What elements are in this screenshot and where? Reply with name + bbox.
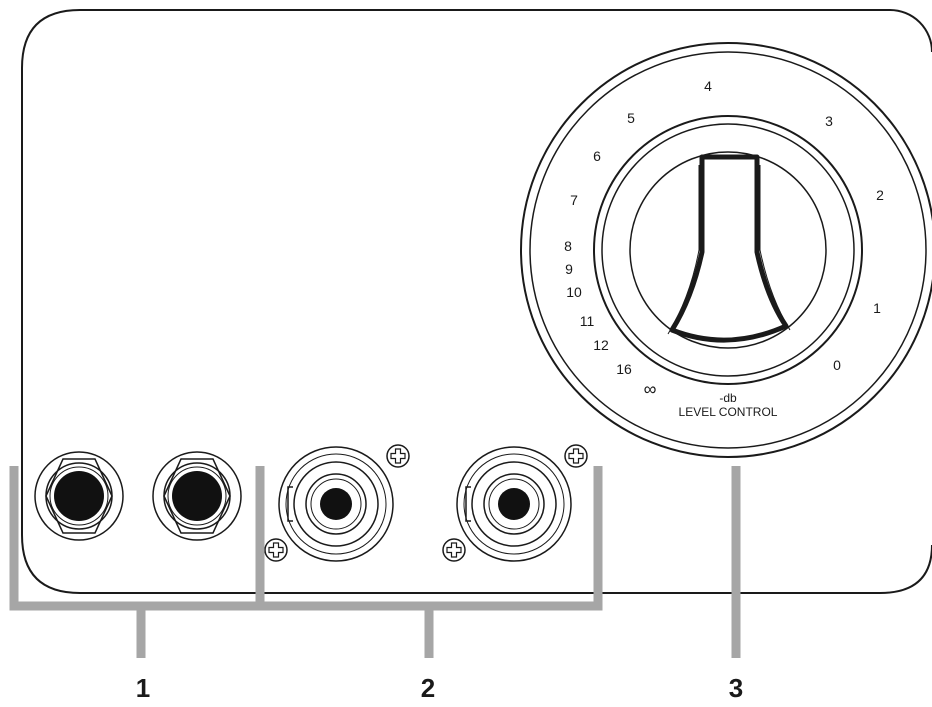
level-control-dial: 4 5 3 6 2 7 8 9 10 1 11 12 0 16 ∞ -db LE…	[520, 42, 932, 458]
scale-mark: 4	[704, 78, 712, 94]
callout-label-3: 3	[729, 673, 743, 702]
dial-bezel	[593, 115, 863, 385]
scale-mark: 1	[873, 300, 881, 316]
connector-latch	[287, 486, 293, 522]
unit-label: -db	[719, 391, 737, 405]
connector-insert-ring-inner	[310, 478, 362, 530]
callout-label-2: 2	[421, 673, 435, 702]
scale-mark: 3	[825, 113, 833, 129]
dial-bezel-inner	[601, 123, 855, 377]
level-control-label: LEVEL CONTROL	[679, 405, 778, 419]
knob-face[interactable]	[629, 151, 827, 349]
callout-bracket-1	[9, 466, 265, 658]
jack-ring	[49, 466, 109, 526]
scale-mark: 6	[593, 148, 601, 164]
phillips-screw-icon	[264, 538, 288, 562]
connector-body	[278, 446, 394, 562]
jack-ring	[167, 466, 227, 526]
jack-ring	[163, 462, 231, 530]
connector-insert-ring	[305, 473, 367, 535]
speaker-connector-2[interactable]	[456, 446, 572, 562]
scale-mark: 10	[566, 284, 582, 300]
connector-insert	[471, 461, 557, 547]
knob-pointer-inner-left	[667, 165, 700, 335]
jack-ring	[34, 451, 124, 541]
connector-latch	[465, 486, 471, 522]
connector-insert-ring-inner	[488, 478, 540, 530]
scale-mark: 11	[580, 313, 595, 329]
scale-mark: 8	[564, 238, 572, 254]
knob-pointer[interactable]	[669, 154, 789, 343]
scale-mark: 0	[833, 357, 841, 373]
connector-body-ring	[285, 453, 387, 555]
phillips-screw-icon	[564, 444, 588, 468]
connector-insert	[293, 461, 379, 547]
phillips-screw-icon	[442, 538, 466, 562]
jack-socket[interactable]	[172, 471, 222, 521]
connector-insert-ring	[483, 473, 545, 535]
connector-body-ring	[463, 453, 565, 555]
connector-body	[456, 446, 572, 562]
scale-mark: 12	[593, 337, 609, 353]
scale-mark: ∞	[644, 379, 657, 399]
jack-input-1[interactable]	[34, 451, 124, 541]
jack-ring	[152, 451, 242, 541]
connector-socket[interactable]	[498, 488, 530, 520]
scale-mark: 7	[570, 192, 578, 208]
phillips-screw-icon	[386, 444, 410, 468]
scale-mark: 16	[616, 361, 632, 377]
scale-mark: 2	[876, 187, 884, 203]
callout-bracket-2	[260, 466, 603, 658]
scale-mark: 5	[627, 110, 635, 126]
speaker-connector-1[interactable]	[278, 446, 394, 562]
knob-pointer-inner-right	[759, 165, 791, 331]
panel-outline	[21, 9, 932, 594]
scale-mark: 9	[565, 261, 573, 277]
jack-ring	[45, 462, 113, 530]
dial-outer-ring	[520, 42, 932, 458]
dial-outer-ring-inner	[529, 51, 927, 449]
jack-socket[interactable]	[54, 471, 104, 521]
jack-input-2[interactable]	[152, 451, 242, 541]
connector-socket[interactable]	[320, 488, 352, 520]
callout-label-1: 1	[136, 673, 150, 702]
